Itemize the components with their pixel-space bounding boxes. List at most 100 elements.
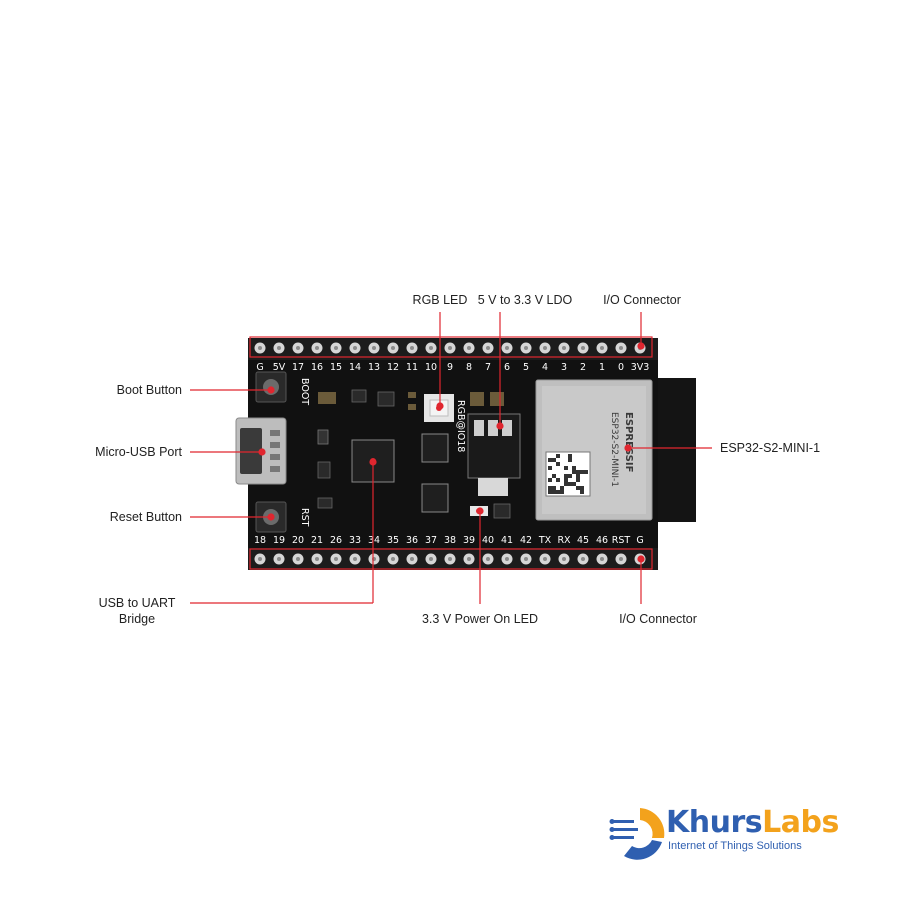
callout-lines xyxy=(190,312,712,604)
header-pin-hole xyxy=(334,557,338,561)
pin-label: 15 xyxy=(330,362,342,373)
logo-tagline: Internet of Things Solutions xyxy=(668,840,802,852)
rgb-silk: RGB@IO18 xyxy=(455,400,466,452)
header-pin-hole xyxy=(486,557,490,561)
pin-label: 3 xyxy=(561,362,567,373)
logo-name-part1: Khurs xyxy=(666,805,763,840)
pin-label: RST xyxy=(612,535,631,546)
header-pin-hole xyxy=(258,346,262,350)
pin-label: 12 xyxy=(387,362,399,373)
header-pin-hole xyxy=(505,557,509,561)
qr-cell xyxy=(556,490,560,494)
header-pin-hole xyxy=(600,557,604,561)
logo-name-part2: Labs xyxy=(762,805,839,840)
header-pin-hole xyxy=(543,346,547,350)
pin-label: 26 xyxy=(330,535,342,546)
pin-label: RX xyxy=(557,535,571,546)
qr-cell xyxy=(572,482,576,486)
pin-label: 17 xyxy=(292,362,304,373)
pin-label: 37 xyxy=(425,535,437,546)
module-brand: ESPRESSIF xyxy=(623,412,634,472)
pin-label: 8 xyxy=(466,362,472,373)
qr-cell xyxy=(560,490,564,494)
header-pin-hole xyxy=(296,346,300,350)
qr-cell xyxy=(568,474,572,478)
qr-cell xyxy=(564,474,568,478)
pin-label: 19 xyxy=(273,535,285,546)
pin-label: 46 xyxy=(596,535,608,546)
pin-label: 4 xyxy=(542,362,548,373)
qr-cell xyxy=(552,458,556,462)
qr-cell xyxy=(560,486,564,490)
label-io-connector-bottom: I/O Connector xyxy=(619,612,697,626)
qr-cell xyxy=(572,470,576,474)
qr-cell xyxy=(568,482,572,486)
pin-label: 10 xyxy=(425,362,437,373)
pin-label: 34 xyxy=(368,535,380,546)
qr-cell xyxy=(568,454,572,458)
module-name: ESP32-S2-MINI-1 xyxy=(609,412,619,487)
qr-cell xyxy=(556,478,560,482)
pin-label: 9 xyxy=(447,362,453,373)
header-pin-hole xyxy=(391,557,395,561)
pin-label: 36 xyxy=(406,535,418,546)
header-pin-hole xyxy=(315,557,319,561)
label-usb-uart-line1: USB to UART xyxy=(98,596,176,610)
header-pin-hole xyxy=(505,346,509,350)
header-pin-hole xyxy=(562,346,566,350)
pin-label: TX xyxy=(538,535,552,546)
qr-cell xyxy=(556,462,560,466)
header-pin-hole xyxy=(486,346,490,350)
qr-cell xyxy=(564,466,568,470)
qr-cell xyxy=(564,478,568,482)
qr-cell xyxy=(580,470,584,474)
pin-label: 13 xyxy=(368,362,380,373)
label-io-connector-top: I/O Connector xyxy=(603,293,681,307)
header-pin-hole xyxy=(296,557,300,561)
header-pin-hole xyxy=(524,557,528,561)
header-pin-hole xyxy=(581,346,585,350)
pin-label: 3V3 xyxy=(631,362,650,373)
qr-cell xyxy=(548,490,552,494)
label-usb-uart-bridge: USB to UART Bridge xyxy=(96,595,178,627)
header-pin-hole xyxy=(524,346,528,350)
pin-label: 33 xyxy=(349,535,361,546)
pin-label: 38 xyxy=(444,535,456,546)
qr-cell xyxy=(552,490,556,494)
qr-cell xyxy=(580,490,584,494)
pin-label: 5V xyxy=(273,362,286,373)
pin-label: 2 xyxy=(580,362,586,373)
header-pin-hole xyxy=(258,557,262,561)
header-pin-hole xyxy=(372,346,376,350)
qr-cell xyxy=(576,478,580,482)
boot-silk: BOOT xyxy=(299,378,310,405)
khurslabs-logo: KhursLabs Internet of Things Solutions xyxy=(608,802,848,862)
header-pin-hole xyxy=(429,557,433,561)
pin-label: 11 xyxy=(406,362,418,373)
logo-wordmark: KhursLabs xyxy=(666,806,839,840)
header-pin-hole xyxy=(277,346,281,350)
pin-label: 6 xyxy=(504,362,510,373)
top-pin-row xyxy=(254,342,646,354)
rst-silk: RST xyxy=(299,508,310,527)
header-pin-hole xyxy=(410,346,414,350)
label-power-led: 3.3 V Power On LED xyxy=(421,612,539,626)
header-pin-hole xyxy=(391,346,395,350)
label-micro-usb: Micro-USB Port xyxy=(95,445,182,459)
qr-cell xyxy=(576,486,580,490)
pin-label: 42 xyxy=(520,535,532,546)
qr-cell xyxy=(576,470,580,474)
qr-cell xyxy=(548,458,552,462)
header-pin-hole xyxy=(277,557,281,561)
header-pin-hole xyxy=(467,346,471,350)
qr-cell xyxy=(564,482,568,486)
pin-label: 14 xyxy=(349,362,361,373)
header-pin-hole xyxy=(334,346,338,350)
pin-label: 35 xyxy=(387,535,399,546)
pin-label: G xyxy=(636,535,643,546)
header-pin-hole xyxy=(448,557,452,561)
header-pin-hole xyxy=(619,557,623,561)
khurslabs-logo-mark xyxy=(609,808,665,860)
